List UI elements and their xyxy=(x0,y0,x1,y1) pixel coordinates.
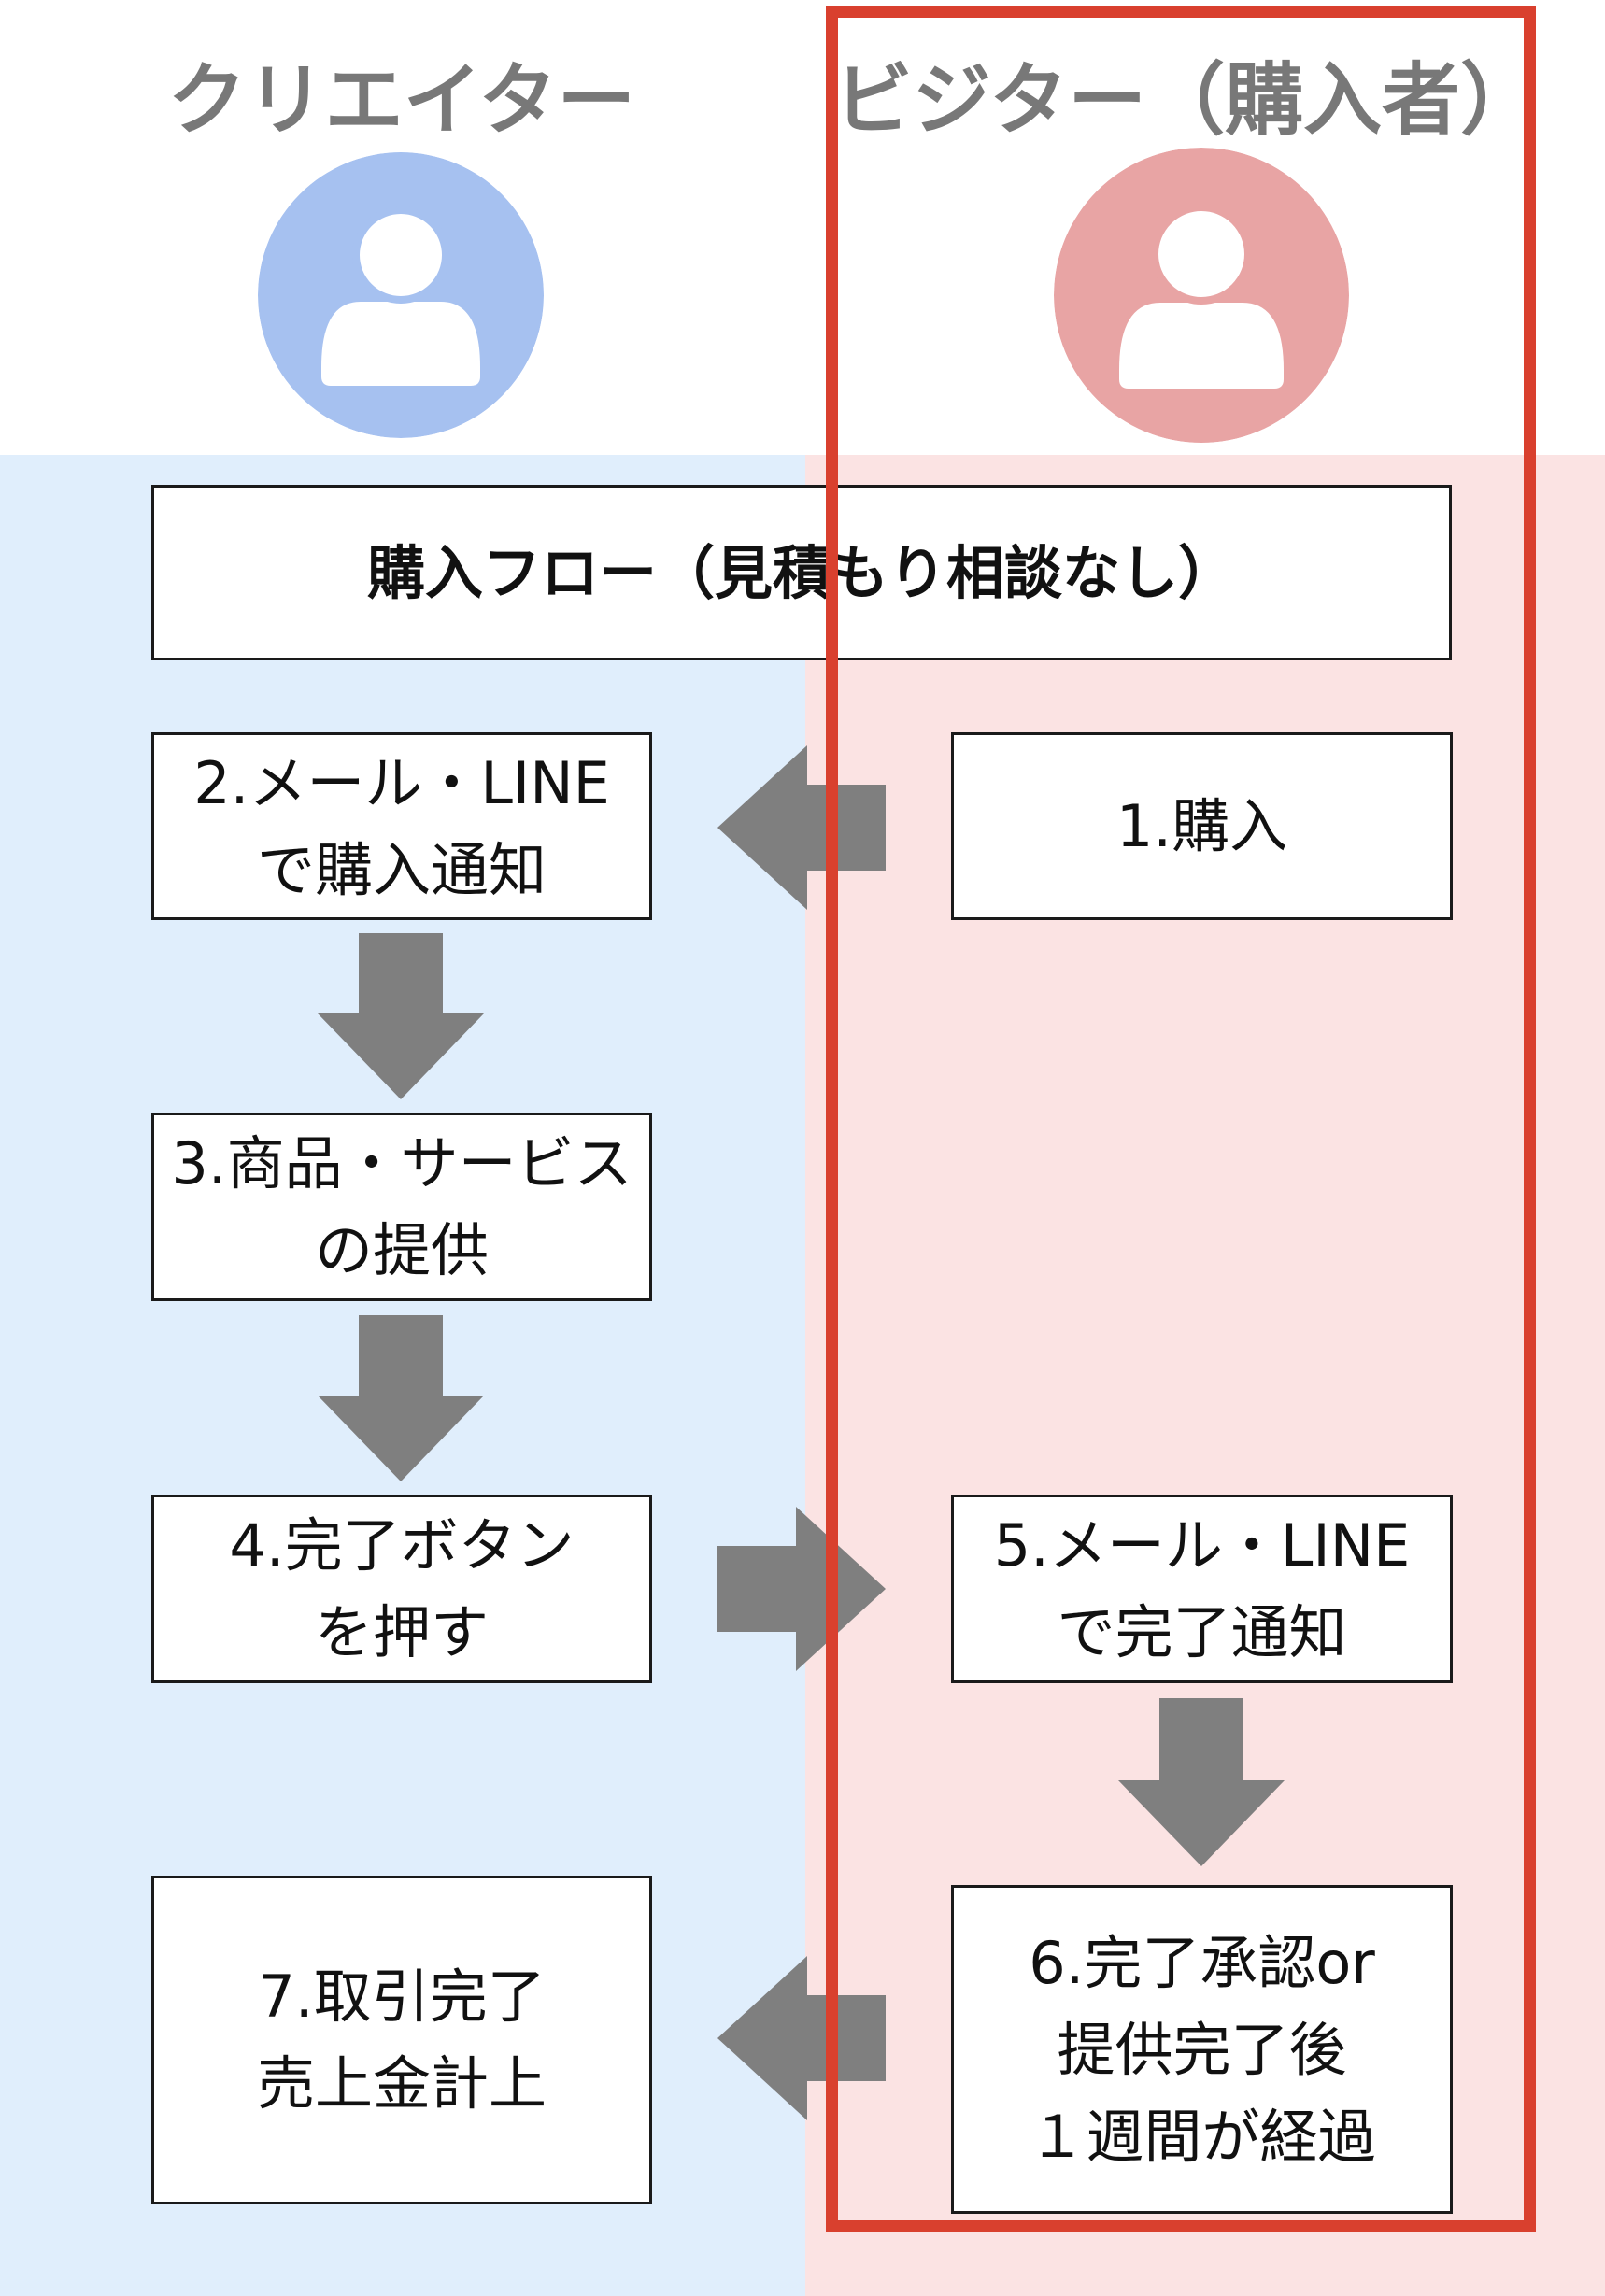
step-2-line-1: 2.メール・LINE xyxy=(193,748,610,817)
arrow-down-icon xyxy=(318,933,484,1099)
step-3-box: 3.商品・サービス の提供 xyxy=(151,1113,652,1301)
step-6-line-1: 6.完了承認or xyxy=(1029,1928,1375,1997)
step-5-box: 5.メール・LINE で完了通知 xyxy=(951,1495,1453,1683)
step-3-line-2: の提供 xyxy=(314,1216,489,1284)
visitor-header: ビジター（購入者） xyxy=(833,53,1540,146)
flow-title: 購入フロー（見積もり相談なし） xyxy=(366,538,1236,607)
step-4-box: 4.完了ボタン を押す xyxy=(151,1495,652,1683)
arrow-down-icon xyxy=(318,1315,484,1481)
step-7-line-1: 7.取引完了 xyxy=(258,1963,546,2031)
arrow-right-icon xyxy=(717,1507,886,1671)
visitor-highlight-frame xyxy=(826,6,1536,2232)
arrow-left-icon xyxy=(717,745,886,910)
visitor-avatar-icon xyxy=(1054,148,1349,443)
step-4-line-2: を押す xyxy=(314,1598,489,1666)
flow-title-box: 購入フロー（見積もり相談なし） xyxy=(151,485,1452,660)
step-6-line-3: １週間が経過 xyxy=(1028,2102,1376,2171)
step-2-line-2: で購入通知 xyxy=(256,835,547,904)
creator-header: クリエイター xyxy=(167,53,636,146)
step-7-box: 7.取引完了 売上金計上 xyxy=(151,1876,652,2204)
step-1-box: 1.購入 xyxy=(951,732,1453,920)
step-3-line-1: 3.商品・サービス xyxy=(171,1129,632,1198)
creator-avatar-icon xyxy=(258,152,544,438)
arrow-left-icon xyxy=(717,1956,886,2120)
step-6-line-2: 提供完了後 xyxy=(1057,2015,1347,2084)
step-5-line-2: で完了通知 xyxy=(1057,1598,1347,1666)
step-5-line-1: 5.メール・LINE xyxy=(993,1511,1411,1580)
step-7-line-2: 売上金計上 xyxy=(256,2049,547,2118)
step-6-box: 6.完了承認or 提供完了後 １週間が経過 xyxy=(951,1885,1453,2214)
step-1-line-1: 1.購入 xyxy=(1115,792,1288,860)
arrow-down-icon xyxy=(1118,1698,1285,1866)
step-4-line-1: 4.完了ボタン xyxy=(229,1511,575,1580)
step-2-box: 2.メール・LINE で購入通知 xyxy=(151,732,652,920)
